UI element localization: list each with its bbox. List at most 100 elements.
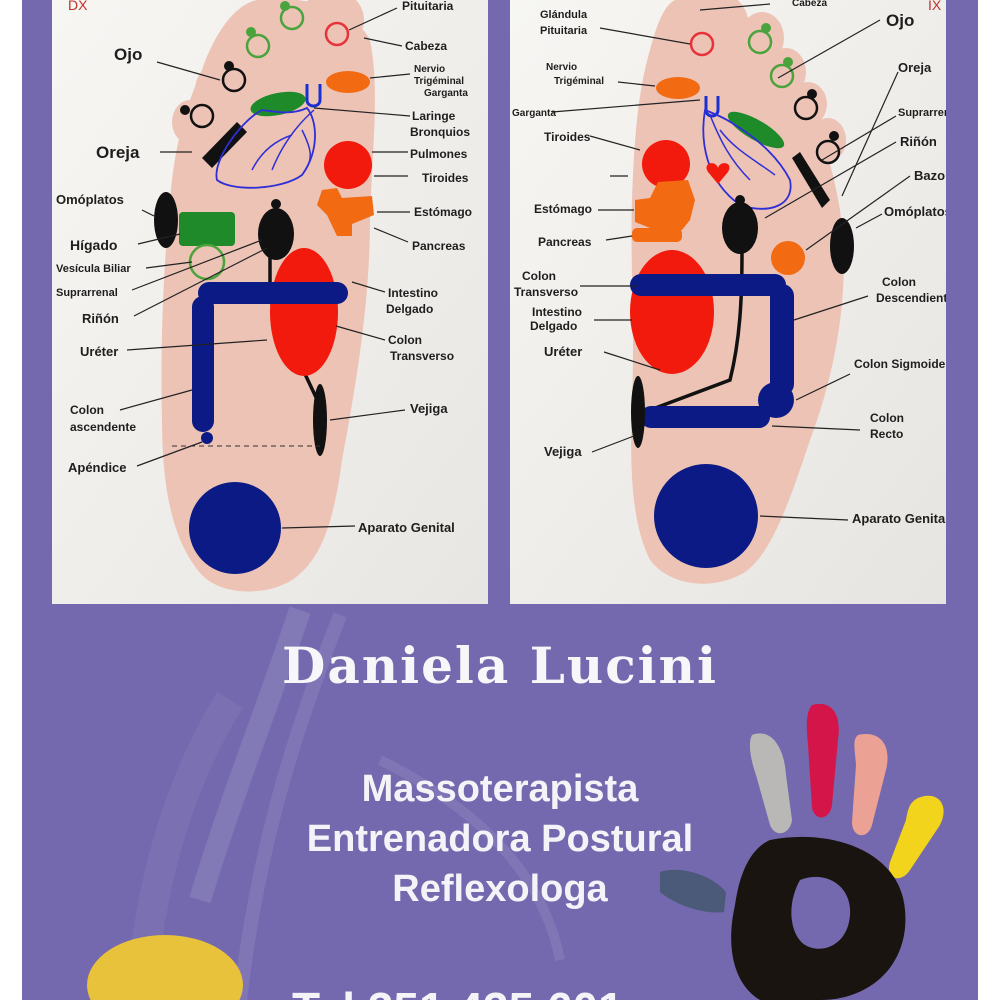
label-higado: Hígado bbox=[70, 237, 117, 253]
label-colon-t2: Transverso bbox=[514, 285, 578, 299]
rinon-shape bbox=[258, 208, 294, 260]
label-ureter: Uréter bbox=[80, 344, 118, 359]
bronquios-shape bbox=[215, 106, 316, 189]
intestino-shape bbox=[270, 248, 338, 376]
colon-transverso-shape bbox=[630, 274, 786, 296]
label-sigmoide: Colon Sigmoide bbox=[854, 357, 946, 371]
label-transverso: Transverso bbox=[390, 349, 454, 363]
profession-1: Massoterapista bbox=[361, 768, 639, 810]
label-genital: Aparato Genital bbox=[358, 520, 455, 535]
therapist-name: Daniela Lucini bbox=[281, 636, 718, 695]
trigeminal-shape bbox=[326, 71, 370, 93]
ojo-mark bbox=[793, 95, 819, 121]
estomago-shape bbox=[317, 188, 374, 236]
label-garganta: Garganta bbox=[512, 108, 556, 119]
leader-lines bbox=[551, 3, 911, 521]
label-tiroides: Tiroides bbox=[422, 171, 469, 185]
colon-sigmoide-shape bbox=[758, 382, 794, 418]
pancreas-shape bbox=[632, 228, 682, 242]
label-glandula: Glándula bbox=[540, 9, 588, 21]
laringe-shape bbox=[305, 84, 322, 108]
higado-shape bbox=[179, 212, 235, 246]
colon-descendiente-shape bbox=[770, 284, 794, 396]
label-genital: Aparato Genital bbox=[852, 511, 946, 526]
label-vesicula: Vesícula Biliar bbox=[56, 263, 131, 275]
oreja-mark bbox=[815, 139, 841, 165]
label-delgado: Delgado bbox=[530, 319, 577, 333]
apendice-shape bbox=[201, 432, 213, 444]
label-bronquios: Bronquios bbox=[410, 125, 470, 139]
bazo-shape bbox=[771, 241, 805, 275]
label-colon-d1: Colon bbox=[882, 275, 916, 289]
label-omoplatos: Omóplatos bbox=[884, 204, 946, 219]
pituitaria-mark bbox=[689, 31, 715, 57]
pituitaria-mark bbox=[324, 21, 350, 47]
label-intestino: Intestino bbox=[532, 305, 582, 319]
label-vejiga: Vejiga bbox=[410, 401, 448, 416]
vejiga-shape bbox=[631, 376, 645, 448]
label-cabeza: Cabeza bbox=[405, 39, 447, 53]
leader-lines bbox=[119, 7, 411, 529]
label-suprarrenal: Suprarrenal bbox=[56, 287, 118, 299]
garganta-shape bbox=[727, 111, 785, 149]
label-garganta: Garganta bbox=[424, 88, 468, 99]
label-suprarrenal: Suprarrenal bbox=[898, 107, 946, 119]
hand-logo-icon bbox=[660, 703, 944, 1000]
label-ojo: Ojo bbox=[886, 11, 914, 30]
label-rinon: Riñón bbox=[82, 311, 119, 326]
omoplatos-shape bbox=[830, 218, 854, 274]
label-pancreas: Pancreas bbox=[538, 235, 592, 249]
label-pituitaria: Pituitaria bbox=[402, 0, 454, 13]
label-delgado: Delgado bbox=[386, 302, 433, 316]
trigeminal-shape bbox=[656, 77, 700, 99]
oreja-bar bbox=[792, 152, 830, 208]
label-pituitaria: Pituitaria bbox=[540, 25, 588, 37]
label-oreja: Oreja bbox=[96, 143, 140, 162]
cabeza-mark-1 bbox=[279, 5, 305, 31]
rinon-shape bbox=[722, 202, 758, 254]
label-recto-1: Colon bbox=[870, 411, 904, 425]
label-pancreas: Pancreas bbox=[412, 239, 466, 253]
genital-shape bbox=[654, 464, 758, 568]
label-colon-t1: Colon bbox=[522, 269, 556, 283]
tiroides-shape bbox=[642, 140, 690, 188]
foot-map-right: IX bbox=[510, 0, 946, 604]
phone-number[interactable]: Tel 351 435 601 bbox=[292, 982, 624, 1000]
colon-asc-shape bbox=[192, 296, 214, 432]
label-tiroides: Tiroides bbox=[544, 130, 591, 144]
cabeza-mark-2 bbox=[245, 33, 271, 59]
yellow-blob bbox=[87, 935, 243, 1000]
foot-tag-ix: IX bbox=[928, 0, 942, 13]
label-colon-d2: Descendiente bbox=[876, 291, 946, 305]
profession-3: Reflexologa bbox=[392, 868, 608, 910]
label-estomago: Estómago bbox=[534, 202, 592, 216]
profession-2: Entrenadora Postural bbox=[306, 818, 694, 860]
label-colon: Colon bbox=[388, 333, 422, 347]
label-bazo: Bazo bbox=[914, 168, 945, 183]
label-nervio: Nervio bbox=[546, 62, 577, 73]
label-colon-asc-2: ascendente bbox=[70, 420, 136, 434]
label-colon-asc-1: Colon bbox=[70, 403, 104, 417]
label-oreja: Oreja bbox=[898, 60, 932, 75]
label-trigeminal: Trigéminal bbox=[414, 76, 464, 87]
oreja-mark bbox=[189, 103, 215, 129]
label-recto-2: Recto bbox=[870, 427, 903, 441]
intestino-shape bbox=[630, 250, 714, 374]
omoplatos-shape bbox=[154, 192, 178, 248]
label-ureter: Uréter bbox=[544, 344, 582, 359]
heart-icon bbox=[706, 163, 730, 184]
label-rinon: Riñón bbox=[900, 134, 937, 149]
label-trigeminal: Trigéminal bbox=[554, 76, 604, 87]
pulmones-shape bbox=[324, 141, 372, 189]
colon-recto-shape bbox=[640, 406, 770, 428]
cabeza-mark-1 bbox=[747, 29, 773, 55]
label-estomago: Estómago bbox=[414, 205, 472, 219]
label-ojo: Ojo bbox=[114, 45, 142, 64]
label-nervio: Nervio bbox=[414, 64, 445, 75]
colon-transverso-shape bbox=[198, 282, 348, 304]
organ-shapes bbox=[630, 23, 854, 568]
cabeza-mark-2 bbox=[769, 63, 795, 89]
organ-shapes bbox=[154, 1, 374, 574]
label-omoplatos: Omóplatos bbox=[56, 192, 124, 207]
